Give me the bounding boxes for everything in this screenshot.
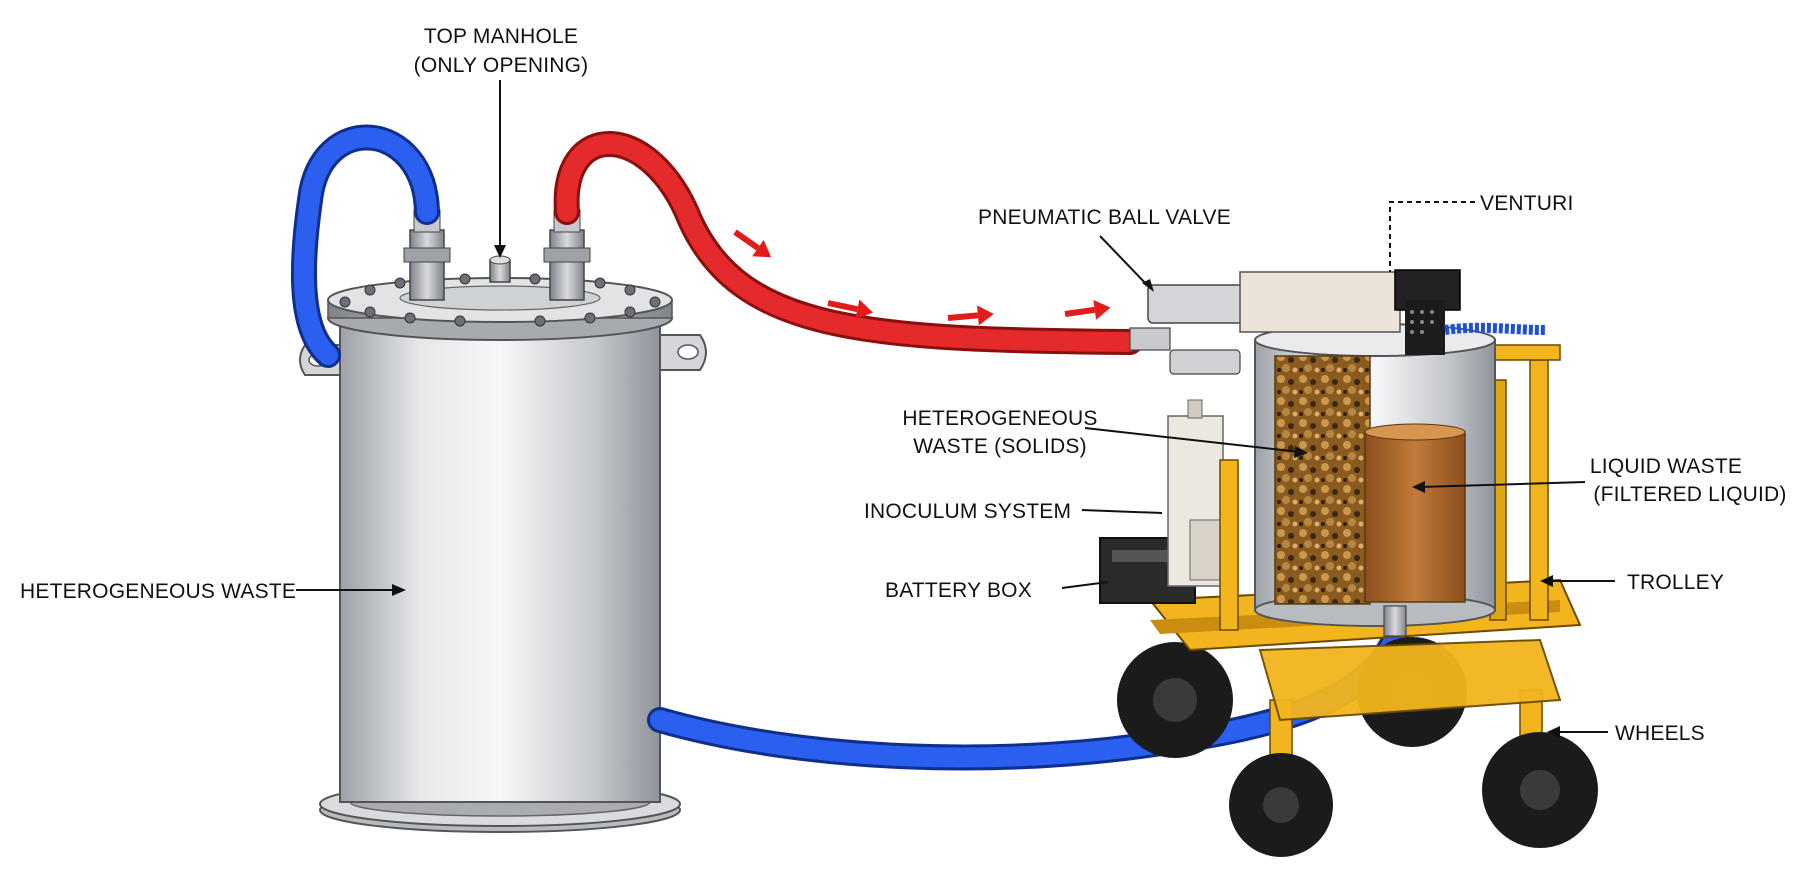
liquid-waste-label: LIQUID WASTE (1590, 455, 1742, 478)
flow-arrow-icon (947, 305, 994, 326)
trolley-label: TROLLEY (1627, 571, 1724, 594)
pneumatic-ball-valve-label: PNEUMATIC BALL VALVE (978, 206, 1231, 229)
storage-tank (299, 209, 707, 833)
heterogeneous-solids-sublabel: WASTE (SOLIDS) (913, 435, 1087, 458)
venturi-label: VENTURI (1480, 192, 1574, 215)
battery-box-label: BATTERY BOX (885, 579, 1032, 602)
flow-arrow-icon (827, 299, 873, 320)
liquid-waste-sublabel: (FILTERED LIQUID) (1593, 483, 1786, 506)
top-manhole-label: TOP MANHOLE (424, 25, 578, 48)
leader-lines (296, 80, 1615, 738)
flow-arrow-icon (733, 229, 772, 258)
labels: TOP MANHOLE (ONLY OPENING) HETEROGENEOUS… (20, 25, 1786, 745)
flow-arrow-icon (1064, 299, 1111, 320)
mobile-digester-trolley (1099, 269, 1598, 857)
blue-return-hose (290, 124, 440, 368)
inoculum-system-label: INOCULUM SYSTEM (864, 500, 1071, 523)
heterogeneous-solids-label: HETEROGENEOUS (902, 407, 1097, 430)
top-manhole-sublabel: (ONLY OPENING) (414, 54, 589, 77)
heterogeneous-waste-label: HETEROGENEOUS WASTE (20, 580, 296, 603)
wheels-label: WHEELS (1615, 722, 1705, 745)
red-feed-hose (553, 131, 1143, 355)
